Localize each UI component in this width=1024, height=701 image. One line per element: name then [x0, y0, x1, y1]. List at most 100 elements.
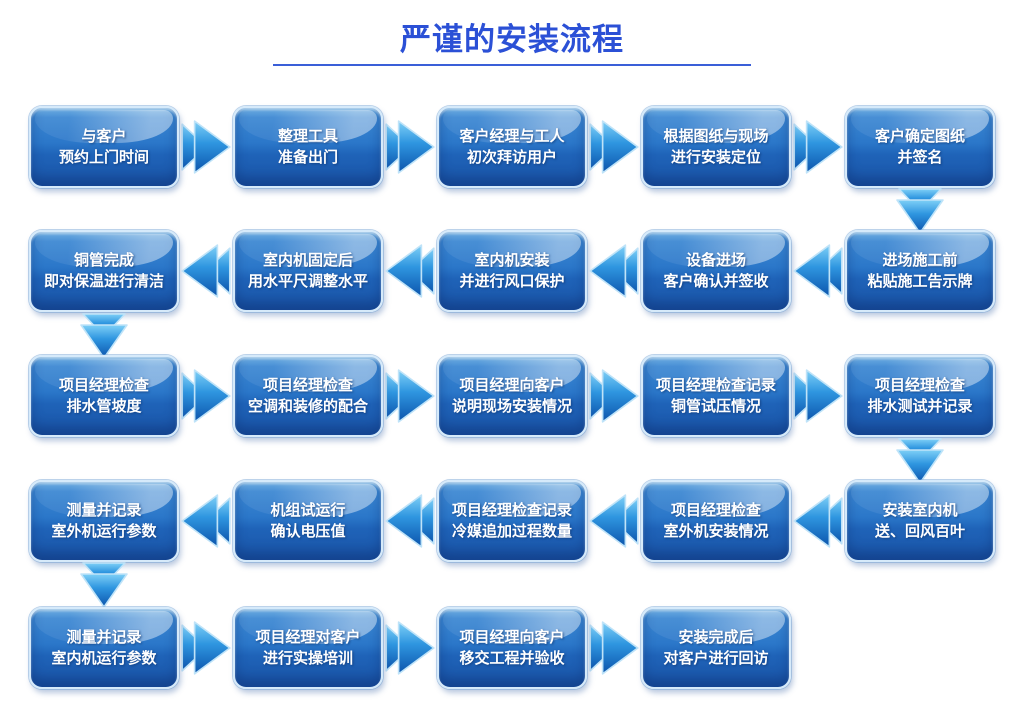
flow-step-box: 项目经理对客户 进行实操培训 [233, 607, 383, 689]
flow-step-line1: 机组试运行 [270, 502, 346, 519]
flow-step-line1: 项目经理对客户 [255, 629, 361, 646]
flow-step-box: 整理工具 准备出门 [233, 106, 383, 188]
flow-step-box: 项目经理向客户 移交工程并验收 [437, 607, 587, 689]
arrow-left-icon [791, 230, 845, 312]
flow-step-line1: 项目经理检查 [262, 377, 353, 394]
flow-step-line2: 确认电压值 [270, 523, 346, 540]
flow-step-line1: 客户确定图纸 [874, 128, 965, 145]
arrow-left-icon [179, 230, 233, 312]
arrow-right-icon [179, 355, 233, 437]
flow-step-line2: 室外机安装情况 [663, 523, 769, 540]
flow-step-box: 机组试运行 确认电压值 [233, 480, 383, 562]
arrow-right-icon [791, 106, 845, 188]
flow-step-box: 根据图纸与现场 进行安装定位 [641, 106, 791, 188]
arrow-down-icon [79, 312, 129, 360]
flow-step-line2: 并进行风口保护 [459, 273, 565, 290]
flow-row: 项目经理检查 排水管坡度 项目经理检查 空调和装修的配合 项目经理向客户 说明现… [29, 355, 995, 437]
page-title: 严谨的安装流程 [400, 22, 624, 57]
flow-step-line1: 室内机固定后 [262, 252, 353, 269]
flow-row: 铜管完成 即对保温进行清洁 室内机固定后 用水平尺调整水平 室内机安装 并进行风… [29, 230, 995, 312]
flow-step-line1: 进场施工前 [882, 252, 958, 269]
flow-step-box: 项目经理检查记录 铜管试压情况 [641, 355, 791, 437]
flow-step-box: 项目经理检查 排水测试并记录 [845, 355, 995, 437]
flow-step-line2: 预约上门时间 [58, 149, 149, 166]
arrow-left-icon [587, 480, 641, 562]
flow-step-line1: 设备进场 [685, 252, 746, 269]
flow-step-box: 项目经理检查 空调和装修的配合 [233, 355, 383, 437]
flow-step-line2: 初次拜访用户 [466, 149, 557, 166]
arrow-right-icon [383, 355, 437, 437]
flow-step-line1: 与客户 [81, 128, 127, 145]
flow-step-line2: 排水管坡度 [66, 398, 142, 415]
flow-step-box: 安装完成后 对客户进行回访 [641, 607, 791, 689]
flow-step-box: 项目经理检查 排水管坡度 [29, 355, 179, 437]
flow-row: 测量并记录 室内机运行参数 项目经理对客户 进行实操培训 项目经理向客户 移交工… [29, 607, 995, 689]
flow-step-line2: 排水测试并记录 [867, 398, 973, 415]
flow-step-line1: 室内机安装 [474, 252, 550, 269]
flow-step-line2: 对客户进行回访 [663, 650, 769, 667]
flow-step-box: 室内机安装 并进行风口保护 [437, 230, 587, 312]
flow-step-line1: 铜管完成 [73, 252, 134, 269]
flow-row: 测量并记录 室外机运行参数 机组试运行 确认电压值 项目经理检查记录 冷媒追加过… [29, 480, 995, 562]
flow-step-line1: 项目经理检查 [874, 377, 965, 394]
flow-step-line2: 即对保温进行清洁 [43, 273, 164, 290]
flow-step-box: 安装室内机 送、回风百叶 [845, 480, 995, 562]
arrow-left-icon [791, 480, 845, 562]
flow-step-line1: 项目经理检查 [58, 377, 149, 394]
flow-step-box: 项目经理检查 室外机安装情况 [641, 480, 791, 562]
flow-step-box: 室内机固定后 用水平尺调整水平 [233, 230, 383, 312]
flow-step-line2: 进行实操培训 [262, 650, 353, 667]
flow-step-line1: 项目经理检查记录 [655, 377, 776, 394]
flow-step-line1: 整理工具 [277, 128, 338, 145]
arrow-right-icon [383, 106, 437, 188]
flow-step-line2: 进行安装定位 [670, 149, 761, 166]
flow-step-box: 项目经理向客户 说明现场安装情况 [437, 355, 587, 437]
flow-step-line2: 客户确认并签收 [663, 273, 769, 290]
arrow-right-icon [383, 607, 437, 689]
flow-step-box: 进场施工前 粘贴施工告示牌 [845, 230, 995, 312]
flow-step-box: 设备进场 客户确认并签收 [641, 230, 791, 312]
flow-step-line1: 项目经理向客户 [459, 629, 565, 646]
flow-step-line1: 项目经理检查 [670, 502, 761, 519]
flow-row: 与客户 预约上门时间 整理工具 准备出门 客户经理与工人 初次拜访用户 根据图纸… [29, 106, 995, 188]
flow-step-line2: 送、回风百叶 [874, 523, 965, 540]
flow-step-line2: 铜管试压情况 [670, 398, 761, 415]
arrow-down-icon [895, 437, 945, 485]
arrow-down-icon [895, 187, 945, 235]
arrow-right-icon [791, 355, 845, 437]
arrow-right-icon [179, 106, 233, 188]
flow-step-line1: 项目经理向客户 [459, 377, 565, 394]
arrow-left-icon [383, 230, 437, 312]
arrow-right-icon [587, 355, 641, 437]
flow-step-line1: 安装完成后 [678, 629, 754, 646]
flow-step-line2: 说明现场安装情况 [451, 398, 572, 415]
flow-step-line1: 根据图纸与现场 [663, 128, 769, 145]
arrow-down-icon [79, 561, 129, 609]
flow-step-box: 测量并记录 室外机运行参数 [29, 480, 179, 562]
arrow-right-icon [587, 106, 641, 188]
flow-step-line2: 准备出门 [277, 149, 338, 166]
arrow-left-icon [587, 230, 641, 312]
flow-step-line1: 项目经理检查记录 [451, 502, 572, 519]
arrow-left-icon [383, 480, 437, 562]
flow-step-line2: 冷媒追加过程数量 [451, 523, 572, 540]
arrow-right-icon [179, 607, 233, 689]
arrow-right-icon [587, 607, 641, 689]
flow-step-line1: 测量并记录 [66, 629, 142, 646]
flow-step-box: 客户确定图纸 并签名 [845, 106, 995, 188]
flow-step-line2: 并签名 [897, 149, 943, 166]
flow-step-box: 测量并记录 室内机运行参数 [29, 607, 179, 689]
flow-step-line2: 空调和装修的配合 [247, 398, 368, 415]
flow-step-line2: 移交工程并验收 [459, 650, 565, 667]
title-underline [273, 64, 751, 66]
flow-step-line2: 粘贴施工告示牌 [867, 273, 973, 290]
flow-step-line1: 测量并记录 [66, 502, 142, 519]
flow-step-box: 客户经理与工人 初次拜访用户 [437, 106, 587, 188]
flow-step-box: 项目经理检查记录 冷媒追加过程数量 [437, 480, 587, 562]
flow-step-line1: 客户经理与工人 [459, 128, 565, 145]
flow-step-line2: 室内机运行参数 [51, 650, 157, 667]
flow-step-box: 与客户 预约上门时间 [29, 106, 179, 188]
flow-step-line1: 安装室内机 [882, 502, 958, 519]
flow-step-box: 铜管完成 即对保温进行清洁 [29, 230, 179, 312]
